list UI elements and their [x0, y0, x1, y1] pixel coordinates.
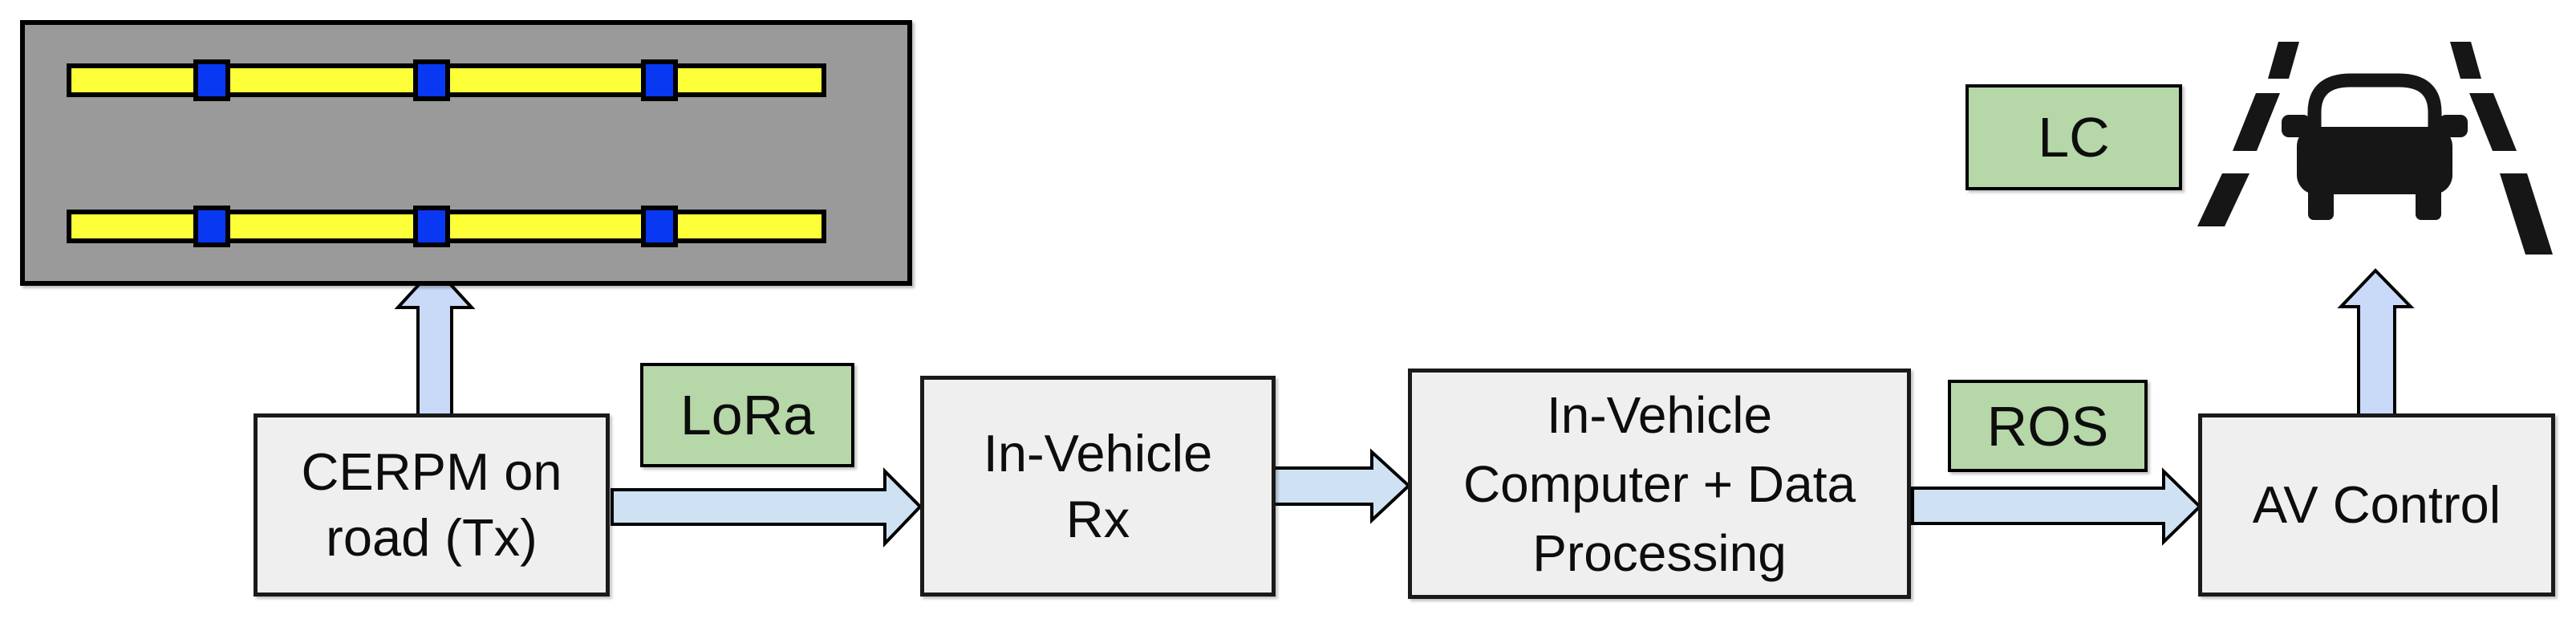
node-label-line: road (Tx) [326, 508, 538, 567]
car-front-icon [2282, 73, 2468, 220]
tag-label: LC [2038, 106, 2110, 169]
tag-lc: LC [1965, 84, 2182, 190]
node-label-line: AV Control [2252, 475, 2501, 534]
node-label-line: Rx [1065, 489, 1130, 548]
car-front-in-lane-svg [2197, 42, 2553, 255]
lane-dashes-right-icon [2450, 42, 2553, 255]
cerpm-marker [193, 59, 230, 101]
arrow-av-to-car-icon [2337, 268, 2415, 417]
tag-lora: LoRa [640, 363, 854, 467]
tag-ros: ROS [1948, 380, 2148, 472]
lane-stripe [67, 206, 826, 247]
lane-dashes-left-icon [2197, 42, 2299, 226]
node-av-control: AV Control [2198, 413, 2555, 597]
cerpm-marker [193, 206, 230, 247]
road-top-view-icon [20, 20, 912, 286]
lane-stripe [67, 59, 826, 101]
arrow-computer-to-av-icon [1911, 467, 2202, 546]
tag-label: LoRa [679, 384, 815, 446]
node-in-vehicle-computer: In-Vehicle Computer + Data Processing [1408, 369, 1911, 599]
arrow-cerpm-to-rx-icon [611, 467, 923, 548]
node-label-line: CERPM on [301, 442, 562, 501]
node-in-vehicle-rx: In-Vehicle Rx [920, 376, 1276, 597]
node-cerpm-tx: CERPM on road (Tx) [254, 413, 610, 597]
cerpm-marker [413, 59, 450, 101]
node-label-line: Processing [1532, 523, 1787, 582]
cerpm-marker [413, 206, 450, 247]
node-label-line: In-Vehicle [1546, 385, 1773, 444]
cerpm-marker [641, 59, 678, 101]
node-label-line: Computer + Data [1462, 454, 1856, 513]
car-front-in-lane-icon [2190, 32, 2567, 265]
arrow-rx-to-computer-icon [1272, 448, 1411, 524]
arrow-up-cerpm-to-road-icon [394, 265, 476, 417]
node-label-line: In-Vehicle [983, 423, 1213, 483]
tag-label: ROS [1986, 394, 2109, 458]
cerpm-marker [641, 206, 678, 247]
